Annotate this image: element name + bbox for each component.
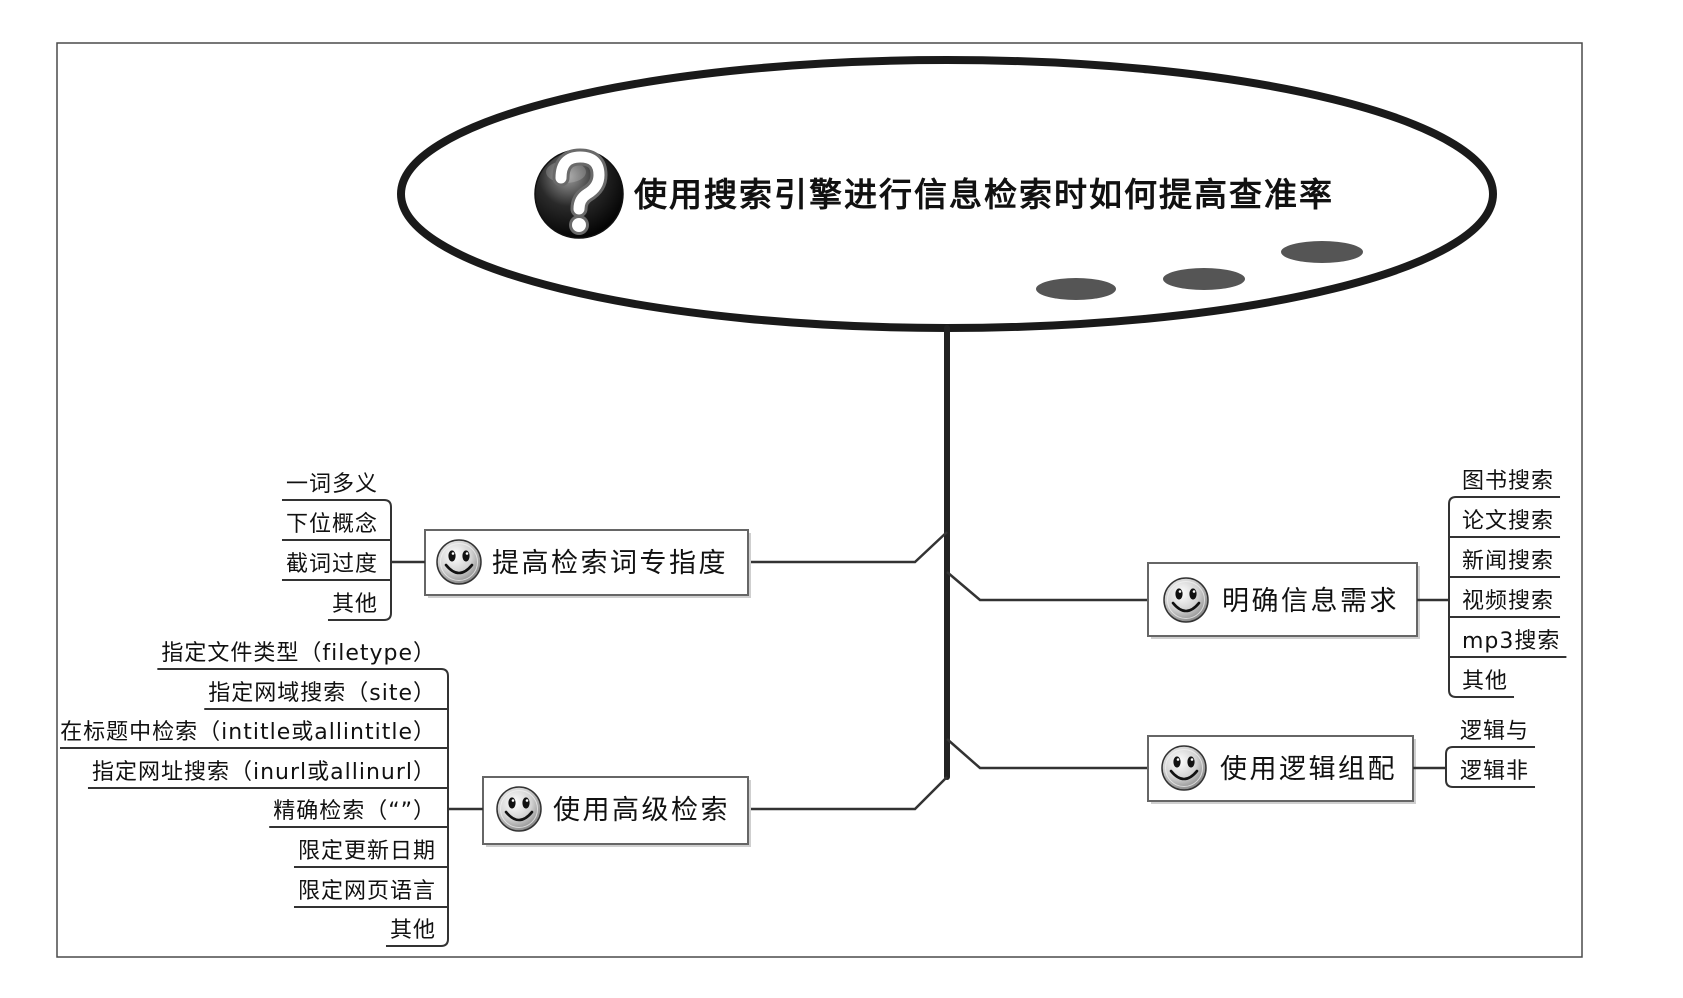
leaf-other: 其他 <box>1448 669 1515 698</box>
leaf-truncation-excess: 截词过度 <box>281 552 391 581</box>
branch-connector-specificity <box>748 531 948 564</box>
leaf-other: 其他 <box>327 592 392 621</box>
leaf-label: 截词过度 <box>286 552 378 577</box>
leaf-update-date: 限定更新日期 <box>293 839 448 868</box>
topic-label: 使用逻辑组配 <box>1220 754 1397 785</box>
topic-information-needs: 明确信息需求 <box>1147 562 1420 639</box>
leaf-label: 一词多义 <box>286 472 378 497</box>
leaf-label: 其他 <box>1462 669 1508 694</box>
leaf-exact-match: 精确检索（“”） <box>269 799 448 828</box>
leaf-logical-not: 逻辑非 <box>1445 759 1536 788</box>
leaf-logical-and: 逻辑与 <box>1445 719 1536 755</box>
leaf-underline <box>1448 496 1561 505</box>
branch-connector-needs <box>946 571 1148 602</box>
branch-connector-advanced <box>748 776 948 811</box>
leaf-label: 其他 <box>390 918 436 943</box>
leaf-label: 指定网域搜索（site） <box>208 681 436 706</box>
smiley-icon <box>1160 744 1208 792</box>
leaf-underline <box>281 499 392 508</box>
leaf-label: 精确检索（“”） <box>273 799 436 824</box>
leaf-site: 指定网域搜索（site） <box>204 681 448 710</box>
leaf-underline <box>385 938 449 947</box>
topic-advanced-search: 使用高级检索 <box>482 776 751 847</box>
question-icon <box>534 148 624 239</box>
topic-label: 明确信息需求 <box>1222 586 1399 617</box>
thought-bubble <box>1163 268 1245 290</box>
topic-logical-combination: 使用逻辑组配 <box>1147 735 1416 804</box>
topic-label: 提高检索词专指度 <box>492 548 728 579</box>
leaf-underline <box>1445 779 1536 788</box>
leaf-label: 指定文件类型（filetype） <box>161 641 436 666</box>
thought-bubble <box>1036 278 1116 300</box>
central-topic: 使用搜索引擎进行信息检索时如何提高查准率 <box>397 56 1497 332</box>
leaf-polysemy: 一词多义 <box>281 472 392 508</box>
leaf-inurl: 指定网址搜索（inurl或allinurl） <box>87 760 448 789</box>
leaf-underline <box>327 612 392 621</box>
leaf-underline <box>1445 746 1536 755</box>
leaf-other: 其他 <box>385 918 449 947</box>
leaf-label: 新闻搜索 <box>1462 549 1554 574</box>
leaf-book-search: 图书搜索 <box>1448 469 1561 505</box>
smiley-icon <box>435 538 483 586</box>
leaf-mp3-search: mp3搜索 <box>1449 629 1567 658</box>
leaf-label: 在标题中检索（intitle或allintitle） <box>60 720 436 745</box>
leaf-paper-search: 论文搜索 <box>1449 509 1561 538</box>
leaf-label: 下位概念 <box>286 512 378 537</box>
leaf-label: 其他 <box>332 592 378 617</box>
leaf-video-search: 视频搜索 <box>1449 589 1561 618</box>
leaf-intitle: 在标题中检索（intitle或allintitle） <box>60 720 448 749</box>
smiley-icon <box>495 785 543 833</box>
topic-label: 使用高级检索 <box>553 795 730 826</box>
leaf-label: 指定网址搜索（inurl或allinurl） <box>92 760 436 785</box>
topic-keyword-specificity: 提高检索词专指度 <box>424 529 751 598</box>
leaf-page-language: 限定网页语言 <box>293 879 448 908</box>
leaf-label: 论文搜索 <box>1462 509 1554 534</box>
leaf-label: 视频搜索 <box>1462 589 1554 614</box>
leaf-label: 逻辑与 <box>1460 719 1529 744</box>
leaf-underline <box>157 668 449 677</box>
leaf-label: mp3搜索 <box>1462 629 1560 654</box>
leaf-label: 限定网页语言 <box>298 879 436 904</box>
smiley-icon <box>1162 576 1210 624</box>
leaf-news-search: 新闻搜索 <box>1449 549 1561 578</box>
leaf-label: 限定更新日期 <box>298 839 436 864</box>
leaf-label: 图书搜索 <box>1462 469 1554 494</box>
leaf-hyponym-concept: 下位概念 <box>281 512 391 541</box>
central-title: 使用搜索引擎进行信息检索时如何提高查准率 <box>634 175 1334 214</box>
leaf-underline <box>1448 689 1515 698</box>
branch-connector-logic <box>946 738 1148 770</box>
thought-bubble <box>1281 241 1363 263</box>
leaf-label: 逻辑非 <box>1460 759 1529 784</box>
leaf-filetype: 指定文件类型（filetype） <box>157 641 449 677</box>
